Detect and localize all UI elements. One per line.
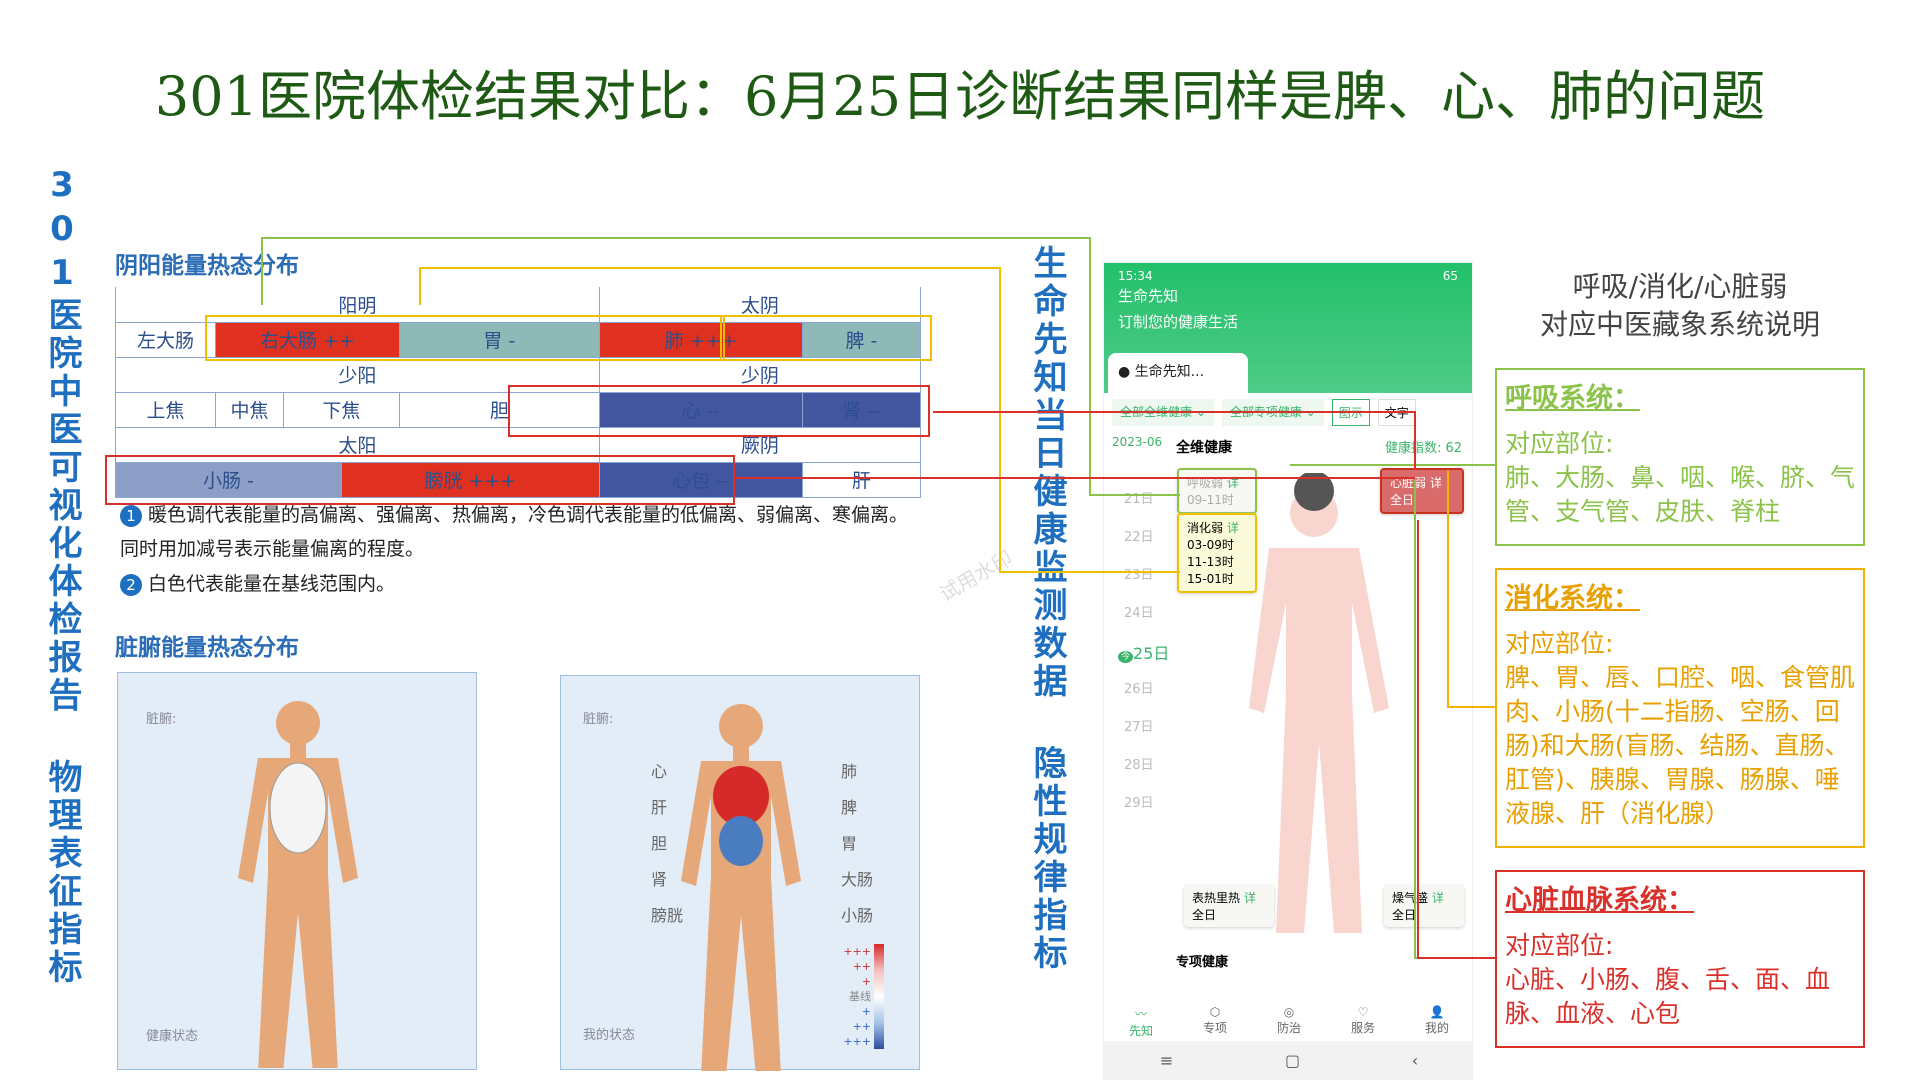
app-name: 生命先知	[1118, 287, 1179, 305]
heart-weak-card[interactable]: 心脏弱 详全日	[1380, 468, 1464, 514]
cell: 下焦	[283, 391, 400, 428]
left-vertical-label: 301医院中医可视化体检报告 物理表征指标	[42, 165, 82, 987]
yinyang-heading: 阴阳能量热态分布	[115, 253, 299, 279]
day-label[interactable]: 28日	[1124, 758, 1154, 773]
watermark: 试用水印	[935, 545, 1017, 607]
my-body-panel: 脏腑: 我的状态 心肝胆肾膀胱 肺脾胃大肠小肠 ++++++基线++++++	[560, 675, 920, 1071]
back-icon[interactable]: ‹	[1411, 1050, 1419, 1070]
cell: 肝	[801, 461, 922, 498]
cardio-panel: 心脏血脉系统：对应部位:心脏、小肠、腹、舌、面、血脉、血液、心包	[1495, 870, 1865, 1048]
cell: 上焦	[115, 391, 216, 428]
tab-text[interactable]: 文字	[1377, 399, 1416, 426]
cell: 中焦	[215, 391, 284, 428]
status-time: 15:34	[1118, 269, 1153, 283]
nav-item[interactable]: ⬡专项	[1202, 1005, 1227, 1035]
phone-screenshot: 15:34 65 生命先知 订制您的健康生活 ● 生命先知... 全部全维健康 ⌄…	[1103, 262, 1473, 1080]
cell: 左大肠	[115, 321, 216, 358]
month-label: 2023-06	[1112, 435, 1163, 449]
legend-labels: ++++++基线++++++	[843, 945, 871, 1048]
filter-dropdown[interactable]: 全部全维健康 ⌄	[1112, 399, 1214, 426]
section-title: 全维健康	[1176, 440, 1232, 456]
nav-item[interactable]: 〰先知	[1128, 1007, 1153, 1038]
app-slogan: 订制您的健康生活	[1118, 313, 1239, 331]
day-label[interactable]: 24日	[1124, 606, 1154, 621]
organ-labels-right: 肺脾胃大肠小肠	[841, 762, 874, 925]
heat-card[interactable]: 表热里热 详全日	[1184, 885, 1274, 927]
highlight-box	[508, 385, 930, 437]
day-label[interactable]: 23日	[1124, 568, 1154, 583]
filter-dropdown[interactable]: 全部专项健康 ⌄	[1221, 399, 1324, 426]
nav-item[interactable]: ◎防治	[1276, 1005, 1301, 1035]
battery: 65	[1442, 269, 1458, 283]
bottom-nav: 〰先知 ⬡专项 ◎防治 ♡服务 👤我的	[1104, 1005, 1472, 1039]
day-label[interactable]: 29日	[1124, 796, 1154, 811]
respiratory-panel: 呼吸系统：对应部位:肺、大肠、鼻、咽、喉、脐、气管、支气管、皮肤、脊柱	[1495, 368, 1865, 546]
special-health-link[interactable]: 专项健康	[1176, 955, 1229, 970]
nav-item[interactable]: 👤我的	[1424, 1005, 1449, 1035]
dry-card[interactable]: 燥气盛 详全日	[1384, 885, 1464, 927]
tab-diagram[interactable]: 图示	[1331, 399, 1370, 426]
nav-item[interactable]: ♡服务	[1350, 1005, 1375, 1035]
day-label[interactable]: 27日	[1124, 720, 1154, 735]
legend-scale	[874, 944, 884, 1049]
healthy-body-panel: 脏腑: 健康状态	[117, 672, 477, 1070]
slide-title: 301医院体检结果对比：6月25日诊断结果同样是脾、心、肺的问题	[154, 65, 1766, 128]
health-index: 健康指数: 62	[1384, 441, 1462, 456]
zangfu-heading: 脏腑能量热态分布	[115, 635, 299, 661]
day-label[interactable]: 22日	[1124, 530, 1154, 545]
day-label[interactable]: 26日	[1124, 682, 1154, 697]
day-label[interactable]: 21日	[1124, 492, 1154, 507]
organ-labels-left: 心肝胆肾膀胱	[651, 762, 684, 925]
body-figure-icon	[681, 704, 801, 1071]
highlight-box	[205, 315, 725, 361]
middle-vertical-label: 生命先知当日健康监测数据 隐性规律指标	[1027, 245, 1067, 973]
body-figure-icon	[238, 701, 358, 1068]
highlight-box	[720, 315, 932, 361]
home-icon[interactable]: ▢	[1284, 1050, 1301, 1070]
user-tab[interactable]: ● 生命先知...	[1108, 353, 1248, 393]
right-heading: 呼吸/消化/心脏弱 对应中医藏象系统说明	[1539, 270, 1820, 341]
menu-icon[interactable]: ≡	[1159, 1050, 1174, 1070]
system-nav: ≡ ▢ ‹	[1104, 1041, 1472, 1079]
digestive-panel: 消化系统：对应部位:脾、胃、唇、口腔、咽、食管肌肉、小肠(十二指肠、空肠、回肠)…	[1495, 568, 1865, 848]
